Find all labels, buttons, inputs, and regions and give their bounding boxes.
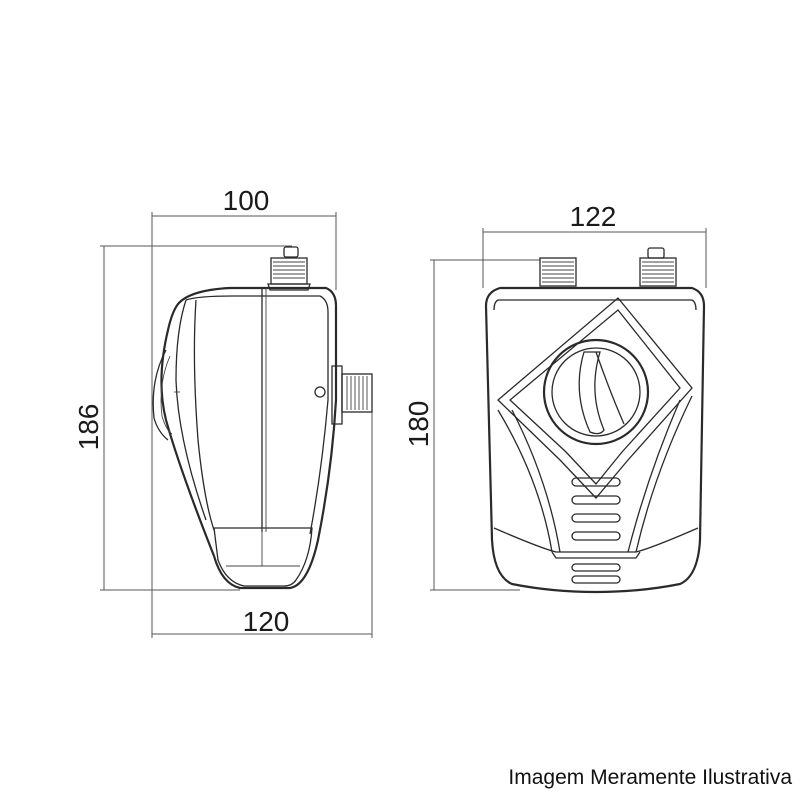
front-fitting-left [539,257,577,287]
side-width-bottom-label: 120 [243,606,290,637]
side-water-fitting [314,365,373,425]
side-height-label: 186 [73,404,104,451]
vent-slots [571,477,621,584]
side-bottom-cap [213,527,313,587]
front-view: 122 180 [403,201,707,594]
front-bottom-cap [493,527,699,553]
side-body-outline [160,286,338,590]
caption: Imagem Meramente Ilustrativa [508,766,792,789]
knob-bulge [152,349,169,441]
front-height-label: 180 [403,401,434,448]
side-width-top-label: 100 [223,185,270,216]
temperature-knob [542,338,650,446]
diamond-panel [497,297,693,499]
front-width-label: 122 [570,201,617,232]
top-water-fitting [267,246,311,291]
front-body-outline [484,286,706,594]
front-fitting-right [639,247,677,287]
side-view: 100 186 120 [73,185,373,638]
